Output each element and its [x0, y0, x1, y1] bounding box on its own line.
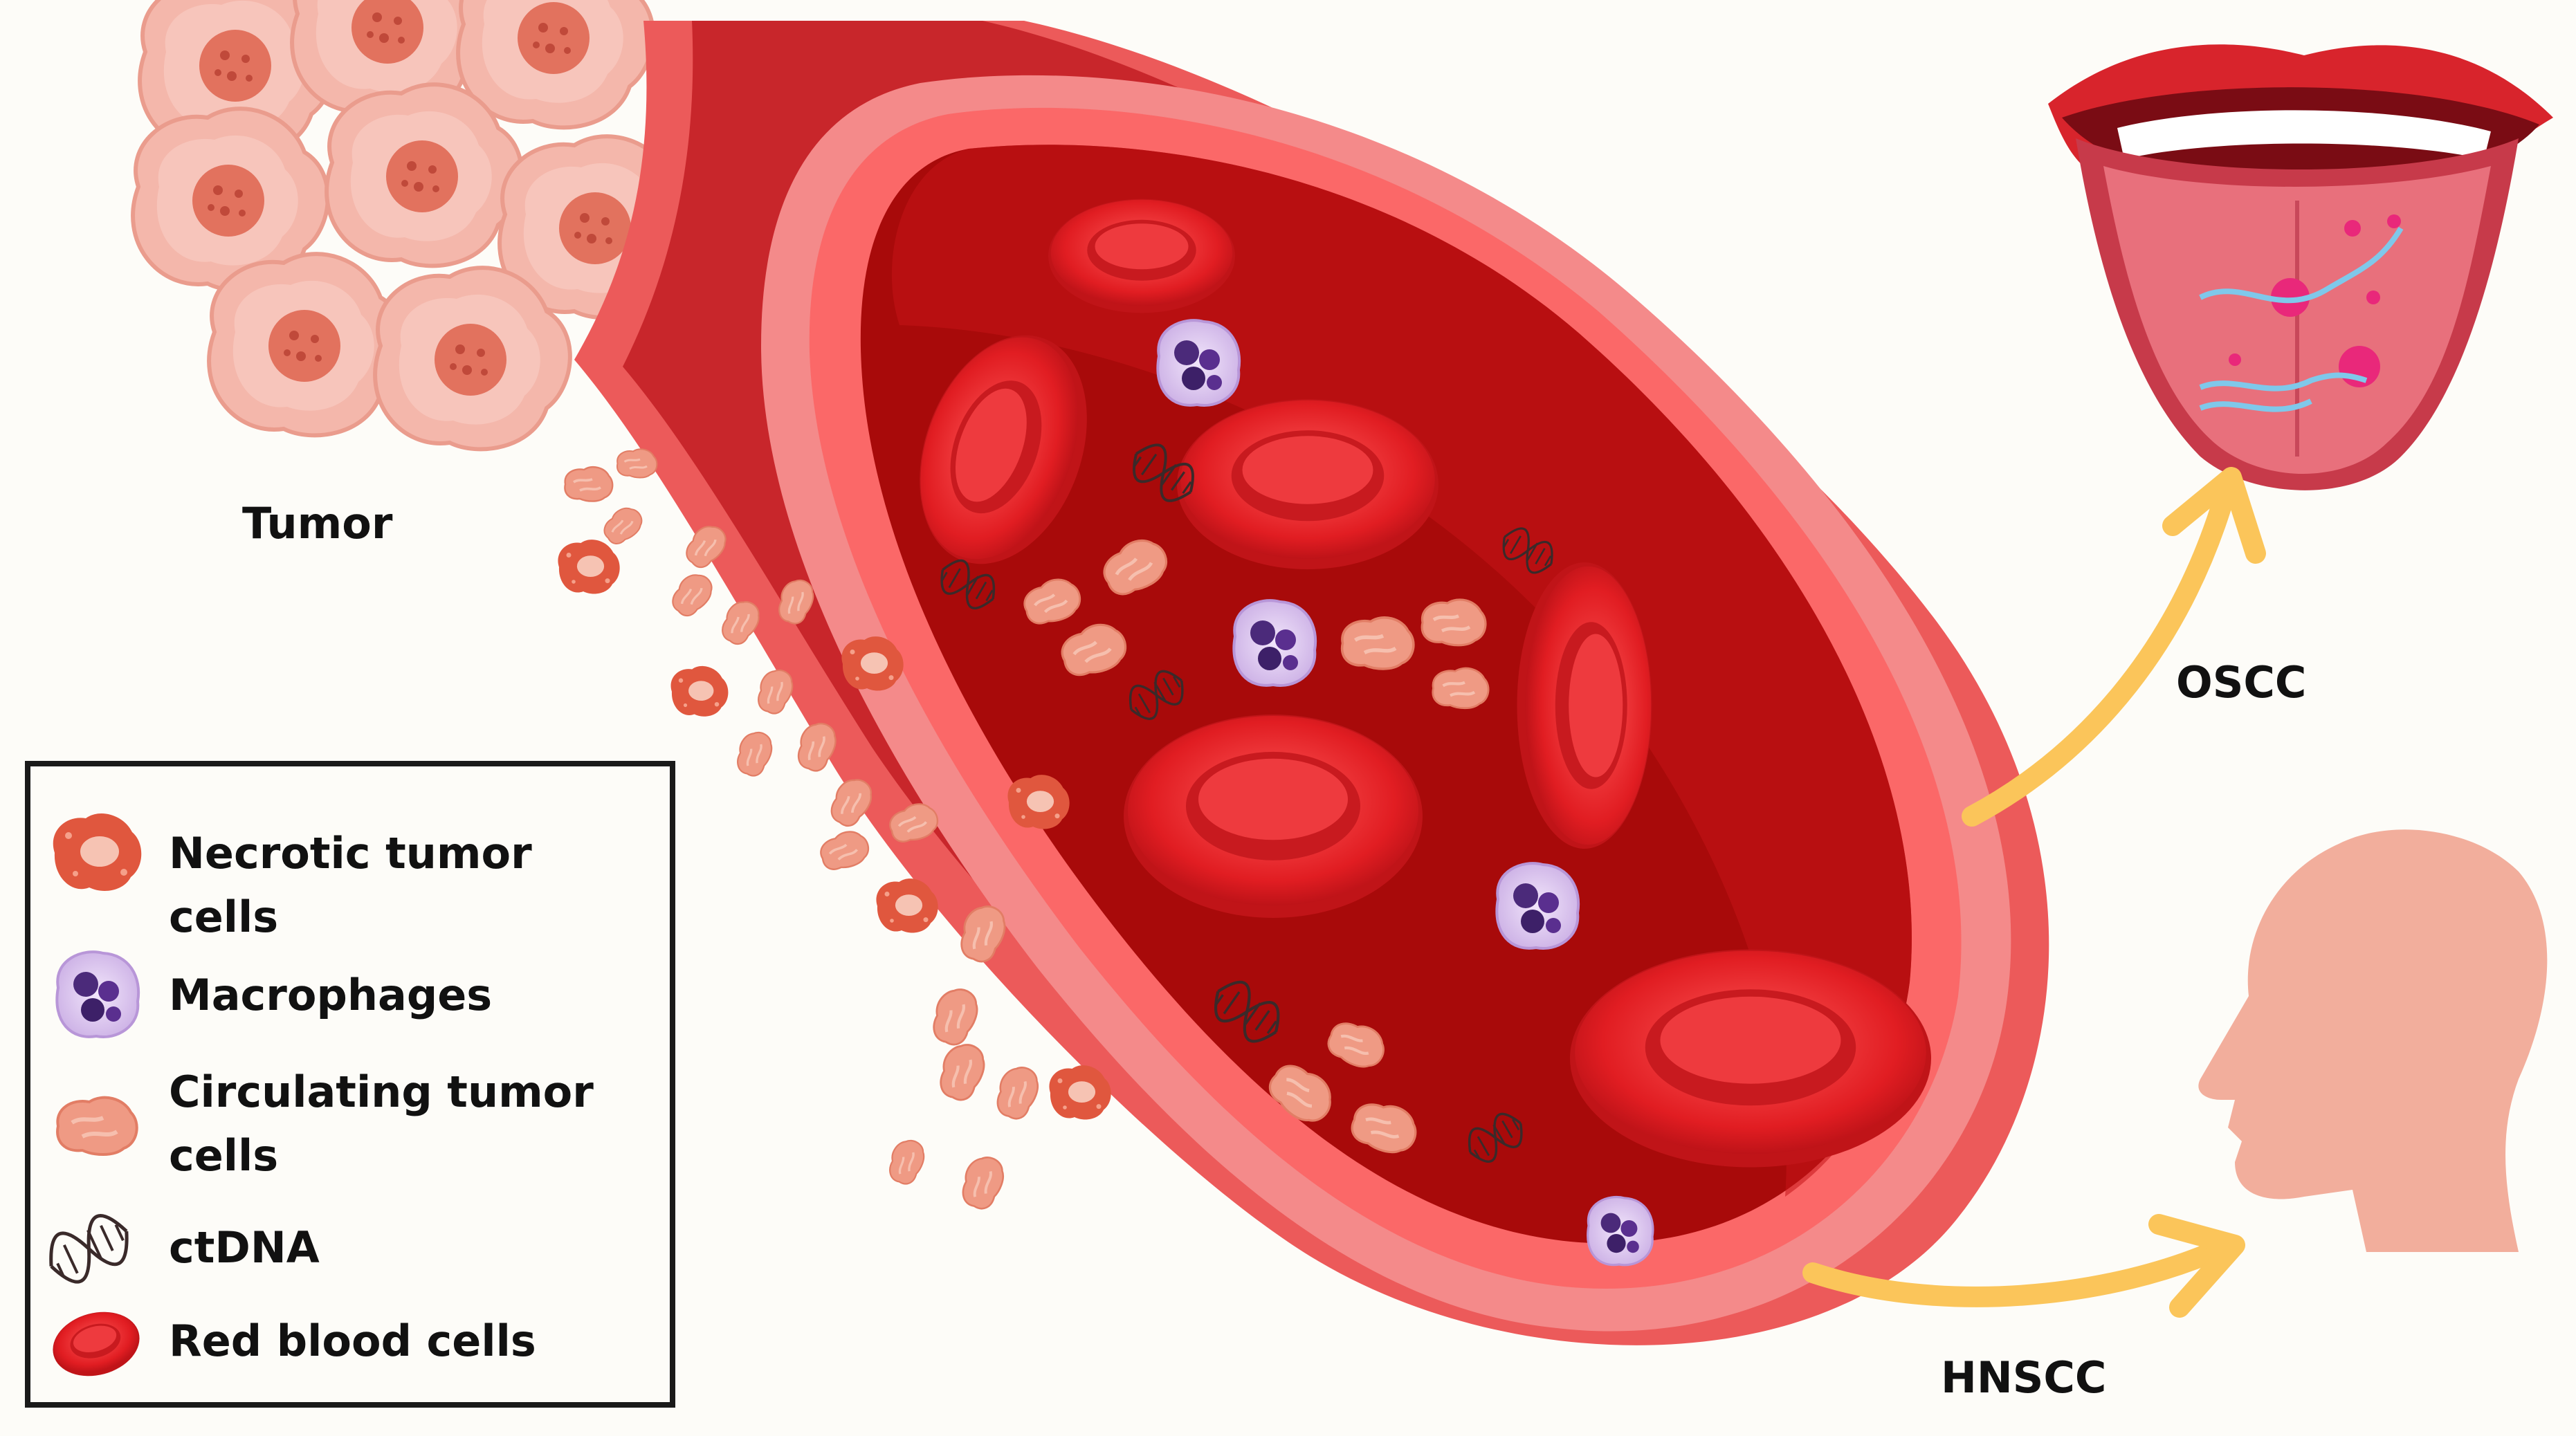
legend-label-macrophages: Macrophages — [169, 970, 493, 1020]
necrotic-tumor-cell-icon — [53, 813, 142, 891]
tumor-label: Tumor — [242, 498, 393, 549]
legend-label-necrotic: Necrotic tumor cells — [169, 828, 532, 942]
mouth-tongue-illustration — [2048, 44, 2553, 490]
legend-label-rbc: Red blood cells — [169, 1316, 536, 1366]
legend: Necrotic tumor cells Macrophages Circula… — [25, 761, 675, 1408]
legend-label-ctdna: ctDNA — [169, 1222, 320, 1273]
arrow-to-oscc — [1962, 467, 2266, 827]
circulating-tumor-cell-icon — [44, 1092, 148, 1161]
bacteria-icon — [2229, 214, 2401, 387]
hnscc-label: HNSCC — [1941, 1352, 2107, 1403]
head-silhouette — [2198, 829, 2548, 1252]
legend-label-ctc: Circulating tumor cells — [169, 1067, 594, 1181]
macrophage-icon — [55, 950, 140, 1039]
red-blood-cell-icon — [45, 1306, 147, 1382]
dna-helix-icon — [44, 1209, 148, 1285]
arrow-to-hnscc — [1802, 1214, 2245, 1318]
oscc-label: OSCC — [2176, 657, 2307, 708]
